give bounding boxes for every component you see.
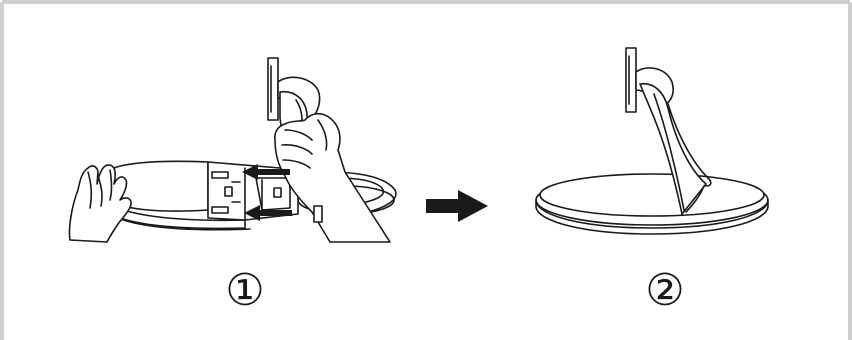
hook-top xyxy=(211,171,229,179)
vesa-plate xyxy=(267,57,279,121)
assembled-neck-body xyxy=(639,83,707,215)
step-2-illustration xyxy=(535,47,769,235)
hook-bottom xyxy=(211,206,229,214)
step-1-label: ① xyxy=(225,265,265,316)
step-1-illustration xyxy=(68,57,397,243)
left-arrow-icon xyxy=(244,205,292,221)
left-arrow-icon xyxy=(242,164,290,180)
assembled-base-top xyxy=(539,173,765,217)
right-hand xyxy=(274,112,391,243)
latch-center xyxy=(224,186,233,197)
assembled-neck-back xyxy=(667,103,712,187)
right-arrow-icon xyxy=(426,190,488,222)
left-hand xyxy=(68,164,132,243)
step-2-label: ② xyxy=(645,265,685,316)
base-slot xyxy=(255,177,291,211)
screw-post xyxy=(313,205,323,223)
assembled-base-lower xyxy=(535,199,769,235)
assembled-vesa-plate xyxy=(625,47,637,113)
